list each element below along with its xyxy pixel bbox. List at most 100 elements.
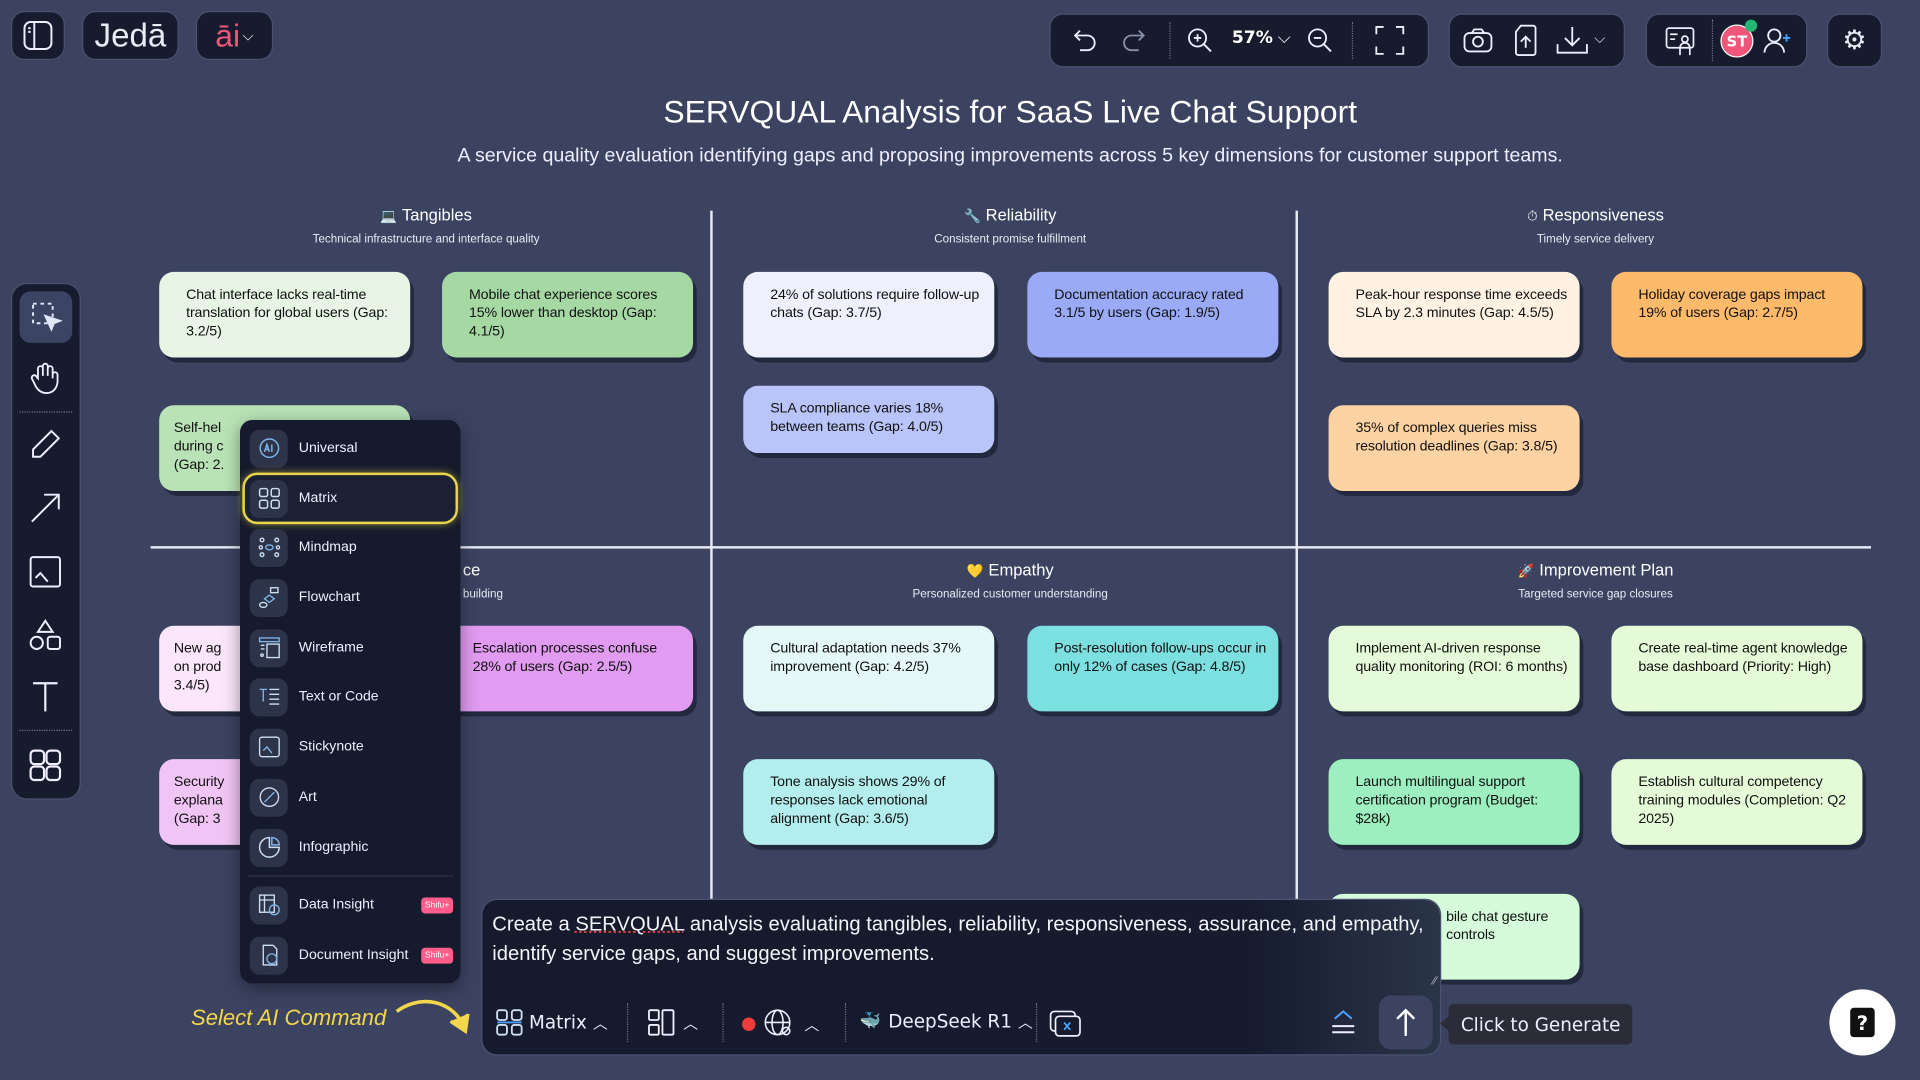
section-title: ce (462, 560, 481, 580)
menu-item-flowchart[interactable]: Flowchart (245, 574, 456, 621)
menu-item-label: Infographic (298, 840, 369, 855)
settings-button[interactable]: ⚙ (1828, 14, 1881, 67)
menu-item-label: Wireframe (298, 640, 364, 656)
add-user-icon[interactable] (1762, 26, 1794, 55)
layout-selector[interactable]: ︿ (647, 1008, 698, 1037)
section-emoji-icon: 💛 (966, 564, 984, 580)
resize-handle-icon[interactable]: ⁄⁄ (1432, 975, 1437, 989)
select-tool[interactable] (19, 291, 73, 343)
arrow-tool-icon[interactable] (27, 490, 64, 527)
avatar-initials: ST (1726, 32, 1748, 50)
menu-item-matrix[interactable]: Matrix (244, 475, 456, 522)
download-icon[interactable] (1555, 24, 1589, 56)
chevron-down-icon[interactable]: ⌵ (1594, 29, 1606, 47)
shapes-icon[interactable] (27, 617, 64, 654)
zoom-in-icon[interactable] (1185, 26, 1214, 55)
collapse-icon[interactable] (1330, 1008, 1357, 1037)
generate-button[interactable] (1378, 995, 1433, 1050)
gap-card[interactable]: Escalation processes confuse 28% of user… (442, 625, 694, 712)
prompt-input[interactable]: Create a SERVQUAL analysis evaluating ta… (492, 913, 1424, 965)
section-heading: 🚀Improvement Plan (1351, 561, 1841, 579)
camera-icon[interactable] (1462, 26, 1494, 55)
prompt-box[interactable]: Create a SERVQUAL analysis evaluating ta… (482, 900, 1441, 1055)
infographic-icon (249, 828, 288, 867)
command-selector[interactable]: Matrix ︿ (495, 1008, 608, 1037)
ai-menu-button[interactable]: āi ⌵ (197, 12, 272, 59)
menu-item-text-or-code[interactable]: Text or Code (245, 673, 456, 720)
chat-context-icon[interactable] (1048, 1007, 1082, 1041)
menu-item-infographic[interactable]: Infographic (245, 824, 456, 871)
mindmap-icon (249, 528, 288, 567)
menu-item-stickynote[interactable]: Stickynote (245, 724, 456, 771)
help-button[interactable]: ? (1829, 989, 1896, 1056)
model-label: DeepSeek R1 (888, 1010, 1012, 1033)
hand-tool-icon[interactable] (27, 360, 64, 397)
presentation-icon[interactable] (1664, 26, 1696, 58)
ai-chat-icon (249, 429, 288, 468)
section-subtitle: building (462, 587, 503, 602)
tooltip-arrow (1440, 1016, 1449, 1032)
upload-file-icon[interactable] (1513, 23, 1537, 57)
image-tool-icon[interactable] (27, 553, 64, 590)
gap-card[interactable]: Establish cultural competency training m… (1611, 759, 1863, 845)
web-search-toggle[interactable]: ︿ (742, 1008, 819, 1040)
gap-card[interactable]: Launch multilingual support certificatio… (1328, 759, 1580, 845)
chevron-up-icon: ︿ (592, 1014, 608, 1032)
model-selector[interactable]: 🐳 DeepSeek R1 ︿ (860, 1010, 1033, 1032)
gap-card[interactable]: Implement AI-driven response quality mon… (1328, 625, 1580, 712)
gap-card[interactable]: Holiday coverage gaps impact 19% of user… (1611, 271, 1863, 358)
gap-card[interactable]: Create real-time agent knowledge base da… (1611, 625, 1863, 712)
pencil-icon[interactable] (27, 426, 64, 463)
sidebar-toggle-button[interactable] (12, 12, 64, 59)
wireframe-icon (249, 628, 288, 667)
zoom-level-dropdown[interactable]: 57%⌵ (1232, 28, 1291, 48)
gap-card[interactable]: SLA compliance varies 18% between teams … (743, 385, 995, 454)
chevron-up-icon: ︿ (683, 1014, 698, 1032)
menu-item-universal[interactable]: Universal (245, 425, 456, 472)
section-title: Responsiveness (1542, 205, 1664, 225)
spellcheck-flagged-word: SERVQUAL (575, 913, 685, 936)
menu-item-art[interactable]: Art (245, 774, 456, 821)
fullscreen-icon[interactable] (1374, 24, 1406, 56)
gap-card[interactable]: Peak-hour response time exceeds SLA by 2… (1328, 271, 1580, 358)
gap-card[interactable]: Documentation accuracy rated 3.1/5 by us… (1027, 271, 1279, 358)
flowchart-icon (249, 578, 288, 617)
menu-item-mindmap[interactable]: Mindmap (245, 524, 456, 571)
curved-arrow-icon (392, 994, 478, 1038)
section-title: Tangibles (402, 205, 472, 225)
gap-card[interactable]: Mobile chat experience scores 15% lower … (442, 271, 694, 358)
section-heading: ce (463, 561, 480, 579)
chevron-up-icon: ︿ (804, 1015, 820, 1033)
section-title: Improvement Plan (1539, 560, 1674, 580)
gap-card[interactable]: Post-resolution follow-ups occur in only… (1027, 625, 1279, 712)
redo-icon[interactable] (1119, 26, 1148, 55)
page-subtitle: A service quality evaluation identifying… (457, 145, 1563, 167)
undo-icon[interactable] (1070, 26, 1099, 55)
page-title: SERVQUAL Analysis for SaaS Live Chat Sup… (663, 93, 1358, 130)
ai-menu-label: āi (215, 16, 241, 54)
gap-card[interactable]: 24% of solutions require follow-up chats… (743, 271, 995, 358)
text-tool-icon[interactable] (27, 678, 64, 715)
recording-dot (742, 1016, 756, 1031)
tool-sidebar (12, 284, 80, 799)
section-title: Reliability (985, 205, 1057, 225)
templates-grid-icon[interactable] (27, 747, 64, 784)
gap-card[interactable]: Chat interface lacks real-time translati… (159, 271, 411, 358)
gap-card[interactable]: Cultural adaptation needs 37% improvemen… (743, 625, 995, 712)
menu-item-label: Text or Code (298, 689, 379, 705)
web-search-icon (763, 1008, 795, 1040)
data-insight-icon (249, 885, 288, 924)
menu-item-wireframe[interactable]: Wireframe (245, 624, 456, 671)
gap-card[interactable]: Tone analysis shows 29% of responses lac… (743, 759, 995, 845)
online-status-dot (1744, 19, 1758, 32)
canvas-toolbar: 57%⌵ (1050, 14, 1428, 67)
sidebar-panel-icon (12, 12, 63, 59)
deepseek-whale-icon: 🐳 (859, 1011, 881, 1032)
menu-item-label: Stickynote (298, 739, 364, 755)
jeda-logo[interactable]: Jedā (83, 12, 178, 59)
gap-card[interactable]: 35% of complex queries miss resolution d… (1328, 405, 1580, 492)
zoom-out-icon[interactable] (1305, 26, 1334, 55)
